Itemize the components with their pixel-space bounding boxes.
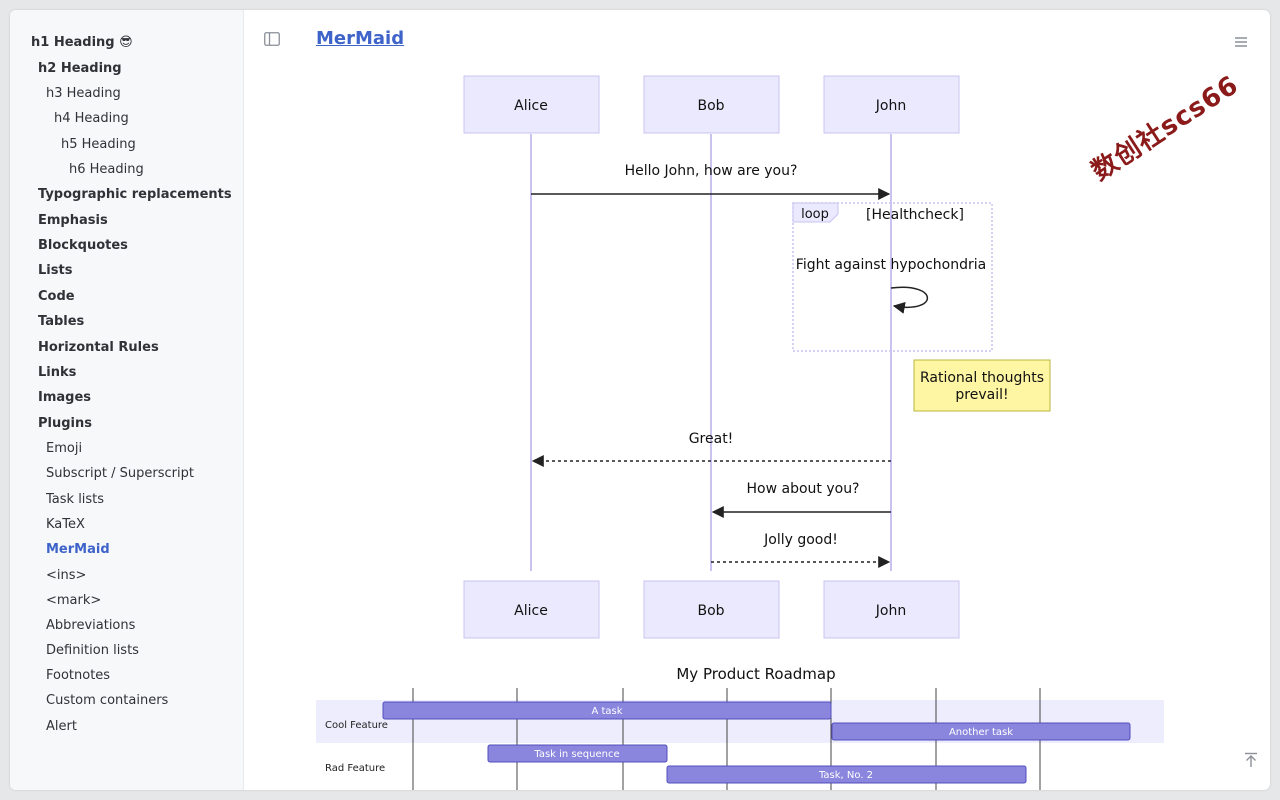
back-to-top-icon[interactable] [1244, 752, 1258, 768]
gantt-section-label-rad-feature: Rad Feature [325, 763, 385, 774]
toc-item-emoji[interactable]: Emoji [46, 441, 83, 456]
gantt-task-a-task: A task [382, 701, 832, 720]
toc-item-alert[interactable]: Alert [46, 719, 77, 734]
svg-text:prevail!: prevail! [955, 387, 1008, 403]
toc-item-h6[interactable]: h6 Heading [69, 162, 144, 177]
message-arrow-self [890, 286, 929, 314]
content-area: MerMaid 数创社scs66 Alice [244, 10, 1270, 790]
toc-item-typographic-replacements[interactable]: Typographic replacements [38, 187, 232, 202]
gantt-title: My Product Roadmap [676, 665, 835, 683]
actor-bob-bottom: Bob [643, 580, 780, 639]
toc-item-definition-lists[interactable]: Definition lists [46, 643, 139, 658]
toc-item-h5[interactable]: h5 Heading [61, 137, 136, 152]
watermark: 数创社scs66 [1086, 70, 1245, 187]
toc-item-images[interactable]: Images [38, 390, 92, 405]
page-title[interactable]: MerMaid [316, 28, 405, 49]
toc-item-abbreviations[interactable]: Abbreviations [46, 618, 136, 633]
toc-item-tables[interactable]: Tables [38, 314, 85, 329]
app-window: h1 Heading 😎 h2 Heading h3 Heading h4 He… [10, 10, 1270, 790]
gantt-task-another-task: Another task [831, 722, 1131, 741]
svg-text:Alice: Alice [514, 603, 548, 619]
toc-item-lists[interactable]: Lists [38, 263, 73, 278]
toc-item-footnotes[interactable]: Footnotes [46, 668, 111, 683]
svg-text:Rational thoughts: Rational thoughts [920, 370, 1044, 386]
sequence-diagram: Alice Bob John Hello John, how are you? … [463, 75, 1051, 639]
toc-item-code[interactable]: Code [38, 289, 75, 304]
actor-alice-top: Alice [463, 75, 600, 134]
gantt-section-label-cool-feature: Cool Feature [325, 720, 388, 731]
svg-text:Another task: Another task [949, 727, 1013, 738]
toc-item-links[interactable]: Links [38, 365, 77, 380]
toc-item-h3[interactable]: h3 Heading [46, 86, 121, 101]
gantt-task-task-in-sequence: Task in sequence [487, 744, 668, 763]
sidebar-toggle-icon[interactable] [264, 31, 280, 46]
svg-text:Task, No. 2: Task, No. 2 [818, 770, 873, 781]
toc-item-subscript-superscript[interactable]: Subscript / Superscript [46, 466, 194, 481]
svg-text:Bob: Bob [697, 603, 724, 619]
toc-item-custom-containers[interactable]: Custom containers [46, 693, 169, 708]
toc-item-plugins[interactable]: Plugins [38, 416, 92, 431]
toc-item-mark[interactable]: <mark> [46, 593, 102, 608]
toc-item-ins[interactable]: <ins> [46, 568, 87, 583]
message-label-hypochondria: Fight against hypochondria [796, 257, 986, 273]
note-rational-thoughts: Rational thoughts prevail! [913, 359, 1051, 412]
menu-icon[interactable] [1234, 33, 1248, 47]
loop-condition: [Healthcheck] [866, 207, 964, 223]
actor-alice-bottom: Alice [463, 580, 600, 639]
actor-bob-top: Bob [643, 75, 780, 134]
message-label-how-about-you: How about you? [747, 481, 860, 497]
loop-label: loop [801, 207, 829, 222]
svg-text:John: John [875, 98, 906, 114]
toc-item-task-lists[interactable]: Task lists [46, 492, 105, 507]
svg-text:John: John [875, 603, 906, 619]
toc-item-katex[interactable]: KaTeX [46, 517, 85, 532]
toc-item-h4[interactable]: h4 Heading [54, 111, 129, 126]
svg-text:Alice: Alice [514, 98, 548, 114]
toc-item-h2[interactable]: h2 Heading [38, 61, 122, 76]
toc-item-mermaid[interactable]: MerMaid [46, 542, 110, 557]
gantt-task-task-no-2: Task, No. 2 [666, 765, 1027, 784]
toc-item-horizontal-rules[interactable]: Horizontal Rules [38, 340, 159, 355]
toc-item-blockquotes[interactable]: Blockquotes [38, 238, 128, 253]
svg-text:Task in sequence: Task in sequence [533, 749, 619, 760]
toc-item-h1[interactable]: h1 Heading 😎 [31, 35, 133, 50]
actor-john-bottom: John [823, 580, 960, 639]
actor-john-top: John [823, 75, 960, 134]
gantt-chart: My Product Roadmap Cool Feature Rad Feat… [316, 665, 1164, 790]
message-label-great: Great! [689, 431, 734, 447]
toc-item-emphasis[interactable]: Emphasis [38, 213, 108, 228]
message-label-jolly-good: Jolly good! [763, 532, 838, 548]
loop-block: loop [Healthcheck] [792, 202, 993, 352]
svg-text:Bob: Bob [697, 98, 724, 114]
svg-text:A task: A task [591, 706, 622, 717]
sidebar-toc: h1 Heading 😎 h2 Heading h3 Heading h4 He… [10, 10, 244, 790]
message-label-hello: Hello John, how are you? [625, 163, 798, 179]
